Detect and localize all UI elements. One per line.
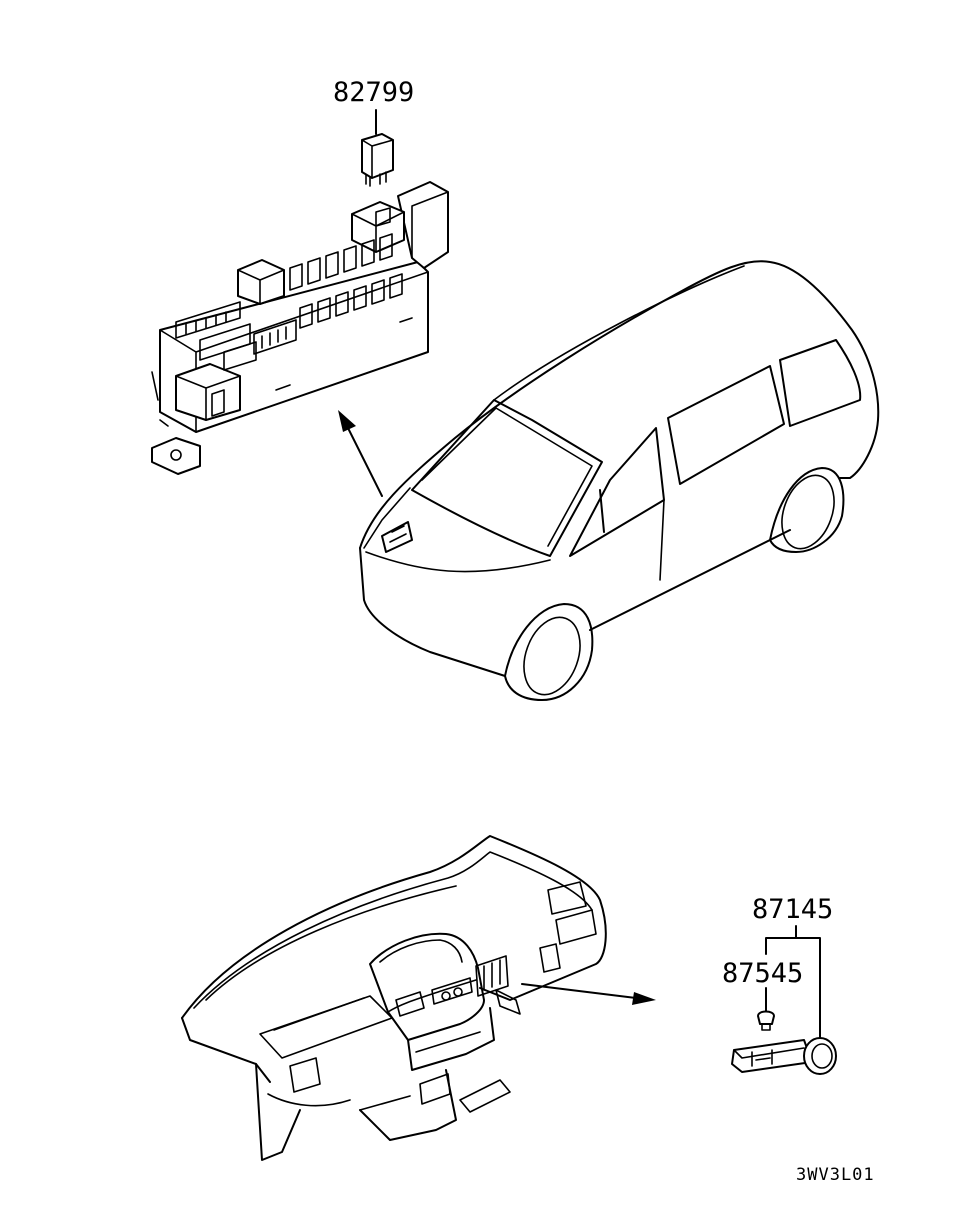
switch-icon [731, 1037, 837, 1075]
instrument-panel-icon [181, 835, 607, 1161]
part-number-87145: 87145 [752, 894, 833, 925]
drawing-code: 3WV3L01 [796, 1165, 875, 1185]
bulb-icon [757, 1010, 775, 1031]
relay-82799-callout[interactable]: 82799 [333, 77, 414, 187]
bulb-87545-callout[interactable]: 87545 [722, 958, 803, 1031]
arrow-to-junction-block [338, 410, 383, 497]
part-number-87545: 87545 [722, 958, 803, 989]
leader-bracket [765, 925, 821, 1043]
vehicle-icon [359, 260, 880, 701]
part-number-82799: 82799 [333, 77, 414, 108]
arrow-to-switch [521, 983, 656, 1005]
switch-assembly-87145-callout[interactable]: 87145 [752, 894, 833, 1043]
junction-block-icon [151, 181, 449, 475]
relay-icon [361, 133, 394, 187]
